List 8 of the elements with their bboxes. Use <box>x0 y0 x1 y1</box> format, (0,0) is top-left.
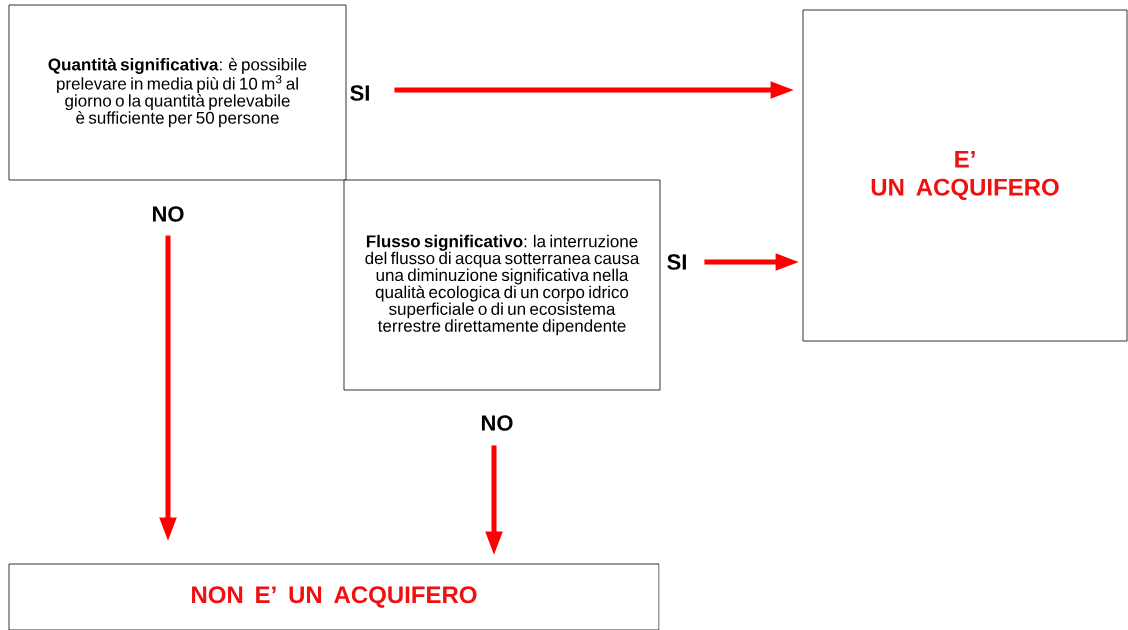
edge-label: SI <box>665 253 689 271</box>
result-box: NON E’ UN ACQUIFERO <box>8 563 660 630</box>
text-box: Flusso significativo: la interruzione del flusso di acqua sotterranea causa una diminuzione significativa nella qualità ecologica di un corpo idrico superficiale o di un ecosistema terrestre direttamente dipendente <box>343 179 661 391</box>
edge-label: SI <box>348 84 372 102</box>
edge-label: NO <box>479 414 515 432</box>
edge-label: NO <box>150 205 186 223</box>
text-box: Quantità significativa: è possibile prelevare in media più di 10 m$^{3}$ al giorno o la quantità prelevabile è sufficiente per 50 persone <box>8 4 347 181</box>
result-box: E’ UN ACQUIFERO <box>802 9 1128 342</box>
